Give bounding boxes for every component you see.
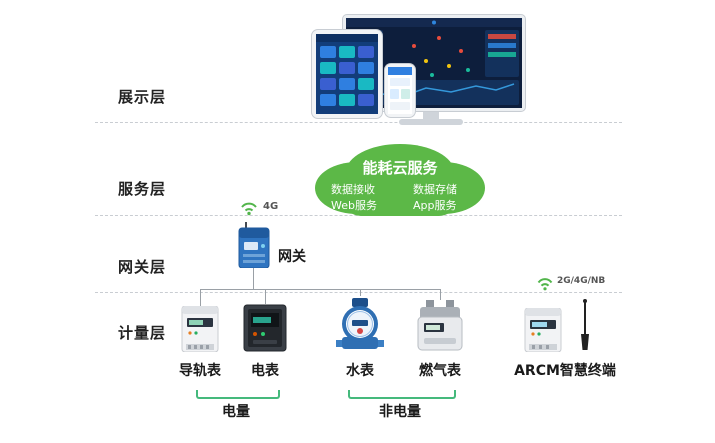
- electric-group-bracket: [196, 390, 280, 399]
- gas-meter-device: [416, 300, 464, 356]
- cloud-shape: [315, 144, 485, 216]
- arcm-terminal-label: ARCM智慧终端: [514, 363, 616, 379]
- connector-electric-meter: [265, 289, 266, 304]
- layer-label-metering: 计量层: [118, 324, 167, 342]
- arcm-terminal-device: [523, 307, 563, 356]
- cloud-title: 能耗云服务: [362, 159, 438, 177]
- connector-gateway-down: [253, 268, 254, 289]
- gateway-device: [236, 222, 272, 272]
- water-meter-label: 水表: [346, 363, 374, 379]
- layer-label-service: 服务层: [118, 180, 167, 198]
- cloud-item-data-storage: 数据存储: [413, 183, 457, 196]
- rail-meter-label: 导轨表: [179, 363, 221, 379]
- gateway-label: 网关: [278, 249, 306, 265]
- monitor-stand-neck: [423, 111, 439, 120]
- connector-rail-meter: [200, 289, 201, 306]
- arcm-signal-label: 2G/4G/NB: [557, 276, 606, 286]
- electric-meter-label: 电表: [251, 363, 279, 379]
- water-meter-device: [336, 296, 384, 356]
- gas-meter-label: 燃气表: [419, 363, 461, 379]
- tablet: [312, 30, 382, 118]
- connector-gas-meter: [440, 289, 441, 300]
- phone-screen: [388, 67, 412, 114]
- non-electric-group-bracket: [348, 390, 456, 399]
- connector-bus: [200, 289, 440, 290]
- antenna-icon: [578, 298, 592, 356]
- tablet-screen: [316, 34, 378, 114]
- gateway-signal-label: 4G: [263, 201, 279, 212]
- non-electric-group-label: 非电量: [379, 404, 421, 420]
- gateway-wifi-icon: [239, 200, 259, 220]
- layer-label-gateway: 网关层: [118, 258, 167, 276]
- arcm-wifi-icon: [536, 276, 554, 295]
- cloud-item-data-receive: 数据接收: [331, 183, 375, 196]
- rail-meter-device: [180, 305, 220, 356]
- cloud-item-web-service: Web服务: [331, 199, 377, 212]
- connector-water-meter: [360, 289, 361, 296]
- cloud-service: 能耗云服务 数据接收 Web服务 数据存储 App服务: [305, 140, 495, 220]
- layer-label-display: 展示层: [118, 88, 167, 106]
- electric-meter-device: [243, 304, 287, 356]
- layer-separator-1: [95, 122, 622, 123]
- layer-separator-3: [95, 292, 622, 293]
- cloud-item-app-service: App服务: [413, 199, 457, 212]
- phone: [385, 64, 415, 117]
- monitor-stand-base: [399, 119, 463, 125]
- electric-group-label: 电量: [222, 404, 250, 420]
